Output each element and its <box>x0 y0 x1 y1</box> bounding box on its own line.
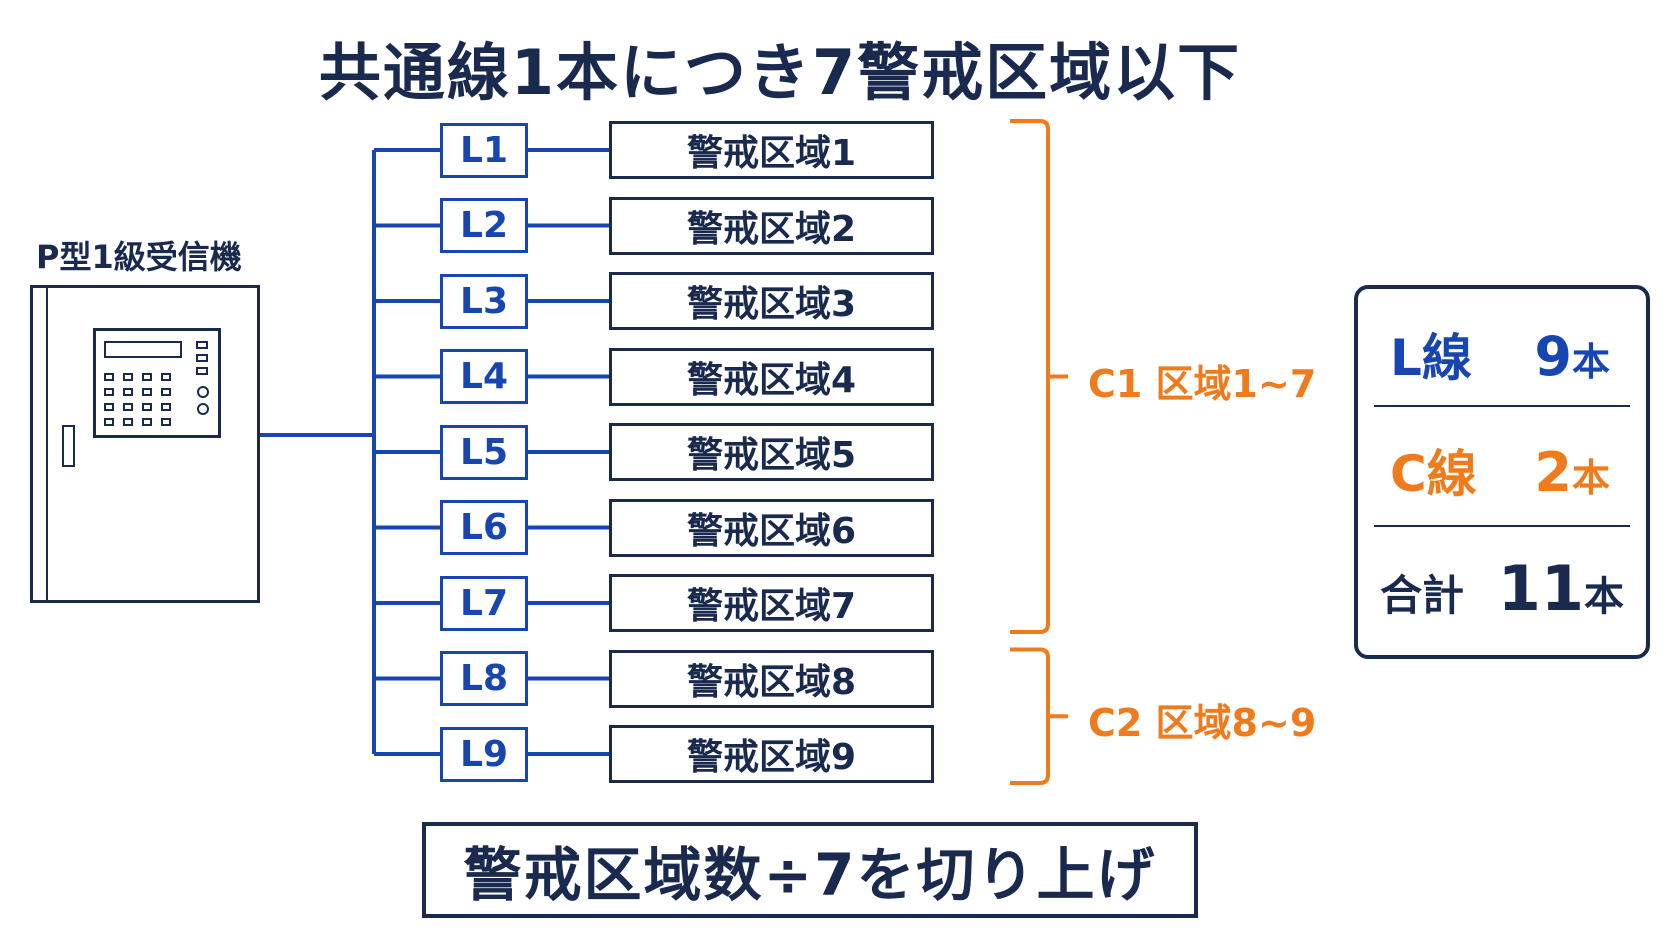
line-label-l8: L8 <box>440 651 528 706</box>
keypad-key <box>142 373 152 381</box>
l-line-unit: 本 <box>1571 340 1610 384</box>
c-line-count: 2 <box>1534 441 1572 504</box>
formula-box: 警戒区域数÷7を切り上げ <box>422 822 1198 918</box>
keypad-key <box>161 388 171 396</box>
common-line-label-c2: C2 区域8~9 <box>1088 701 1317 746</box>
keypad-key <box>142 418 152 426</box>
receiver-display <box>104 341 182 358</box>
keypad-key <box>161 373 171 381</box>
zone-box: 警戒区域6 <box>609 498 934 557</box>
line-label-l7: L7 <box>440 575 528 631</box>
panel-knob <box>197 386 209 398</box>
zone-box: 警戒区域8 <box>609 649 934 708</box>
receiver-label: P型1級受信機 <box>36 238 242 276</box>
keypad-key <box>104 418 114 426</box>
zone-box: 警戒区域1 <box>609 121 934 179</box>
diagram-title: 共通線1本につき7警戒区域以下 <box>318 36 1242 109</box>
summary-divider <box>1374 525 1630 527</box>
common-line-brackets <box>1010 119 1068 785</box>
keypad-key <box>123 388 133 396</box>
zone-box: 警戒区域3 <box>609 272 934 330</box>
summary-total: 合計 11本 <box>1372 552 1632 625</box>
receiver-handle <box>62 425 75 467</box>
keypad-key <box>123 418 133 426</box>
keypad-key <box>123 403 133 411</box>
common-line-bracket <box>1010 119 1068 634</box>
line-label-l5: L5 <box>440 424 528 480</box>
panel-indicator <box>196 354 208 362</box>
receiver-control-panel <box>93 328 221 438</box>
keypad-key <box>142 403 152 411</box>
total-count: 11 <box>1497 552 1584 625</box>
panel-indicator <box>196 367 208 375</box>
line-label-l9: L9 <box>440 726 528 782</box>
summary-box <box>1354 285 1650 659</box>
keypad-key <box>123 373 133 381</box>
keypad-key <box>104 373 114 381</box>
panel-knob <box>197 403 209 415</box>
l-line-count: 9 <box>1534 325 1572 388</box>
common-line-label-c1: C1 区域1~7 <box>1088 361 1317 406</box>
l-line-label: L線 <box>1390 329 1472 387</box>
summary-c-line: C線 2本 <box>1372 434 1632 506</box>
line-label-l4: L4 <box>440 349 528 404</box>
keypad-key <box>104 403 114 411</box>
zone-box: 警戒区域5 <box>609 423 934 481</box>
c-line-label: C線 <box>1390 445 1477 503</box>
keypad-key <box>142 388 152 396</box>
summary-l-line: L線 9本 <box>1372 318 1632 390</box>
keypad-key <box>161 403 171 411</box>
keypad-key <box>104 388 114 396</box>
line-label-l1: L1 <box>440 122 528 178</box>
receiver-cabinet-side <box>30 285 48 603</box>
line-label-l6: L6 <box>440 500 528 555</box>
zone-box: 警戒区域7 <box>609 574 934 632</box>
wiring-lines <box>260 148 609 756</box>
keypad-key <box>161 418 171 426</box>
total-label: 合計 <box>1380 571 1465 620</box>
panel-indicator <box>196 341 208 349</box>
total-unit: 本 <box>1584 574 1624 620</box>
zone-box: 警戒区域9 <box>609 725 934 783</box>
summary-divider <box>1374 405 1630 407</box>
line-label-l2: L2 <box>440 198 528 253</box>
receiver-cabinet <box>30 285 260 603</box>
zone-box: 警戒区域2 <box>609 196 934 255</box>
common-line-bracket <box>1010 647 1068 785</box>
c-line-unit: 本 <box>1571 456 1610 500</box>
line-label-l3: L3 <box>440 273 528 329</box>
zone-box: 警戒区域4 <box>609 347 934 406</box>
